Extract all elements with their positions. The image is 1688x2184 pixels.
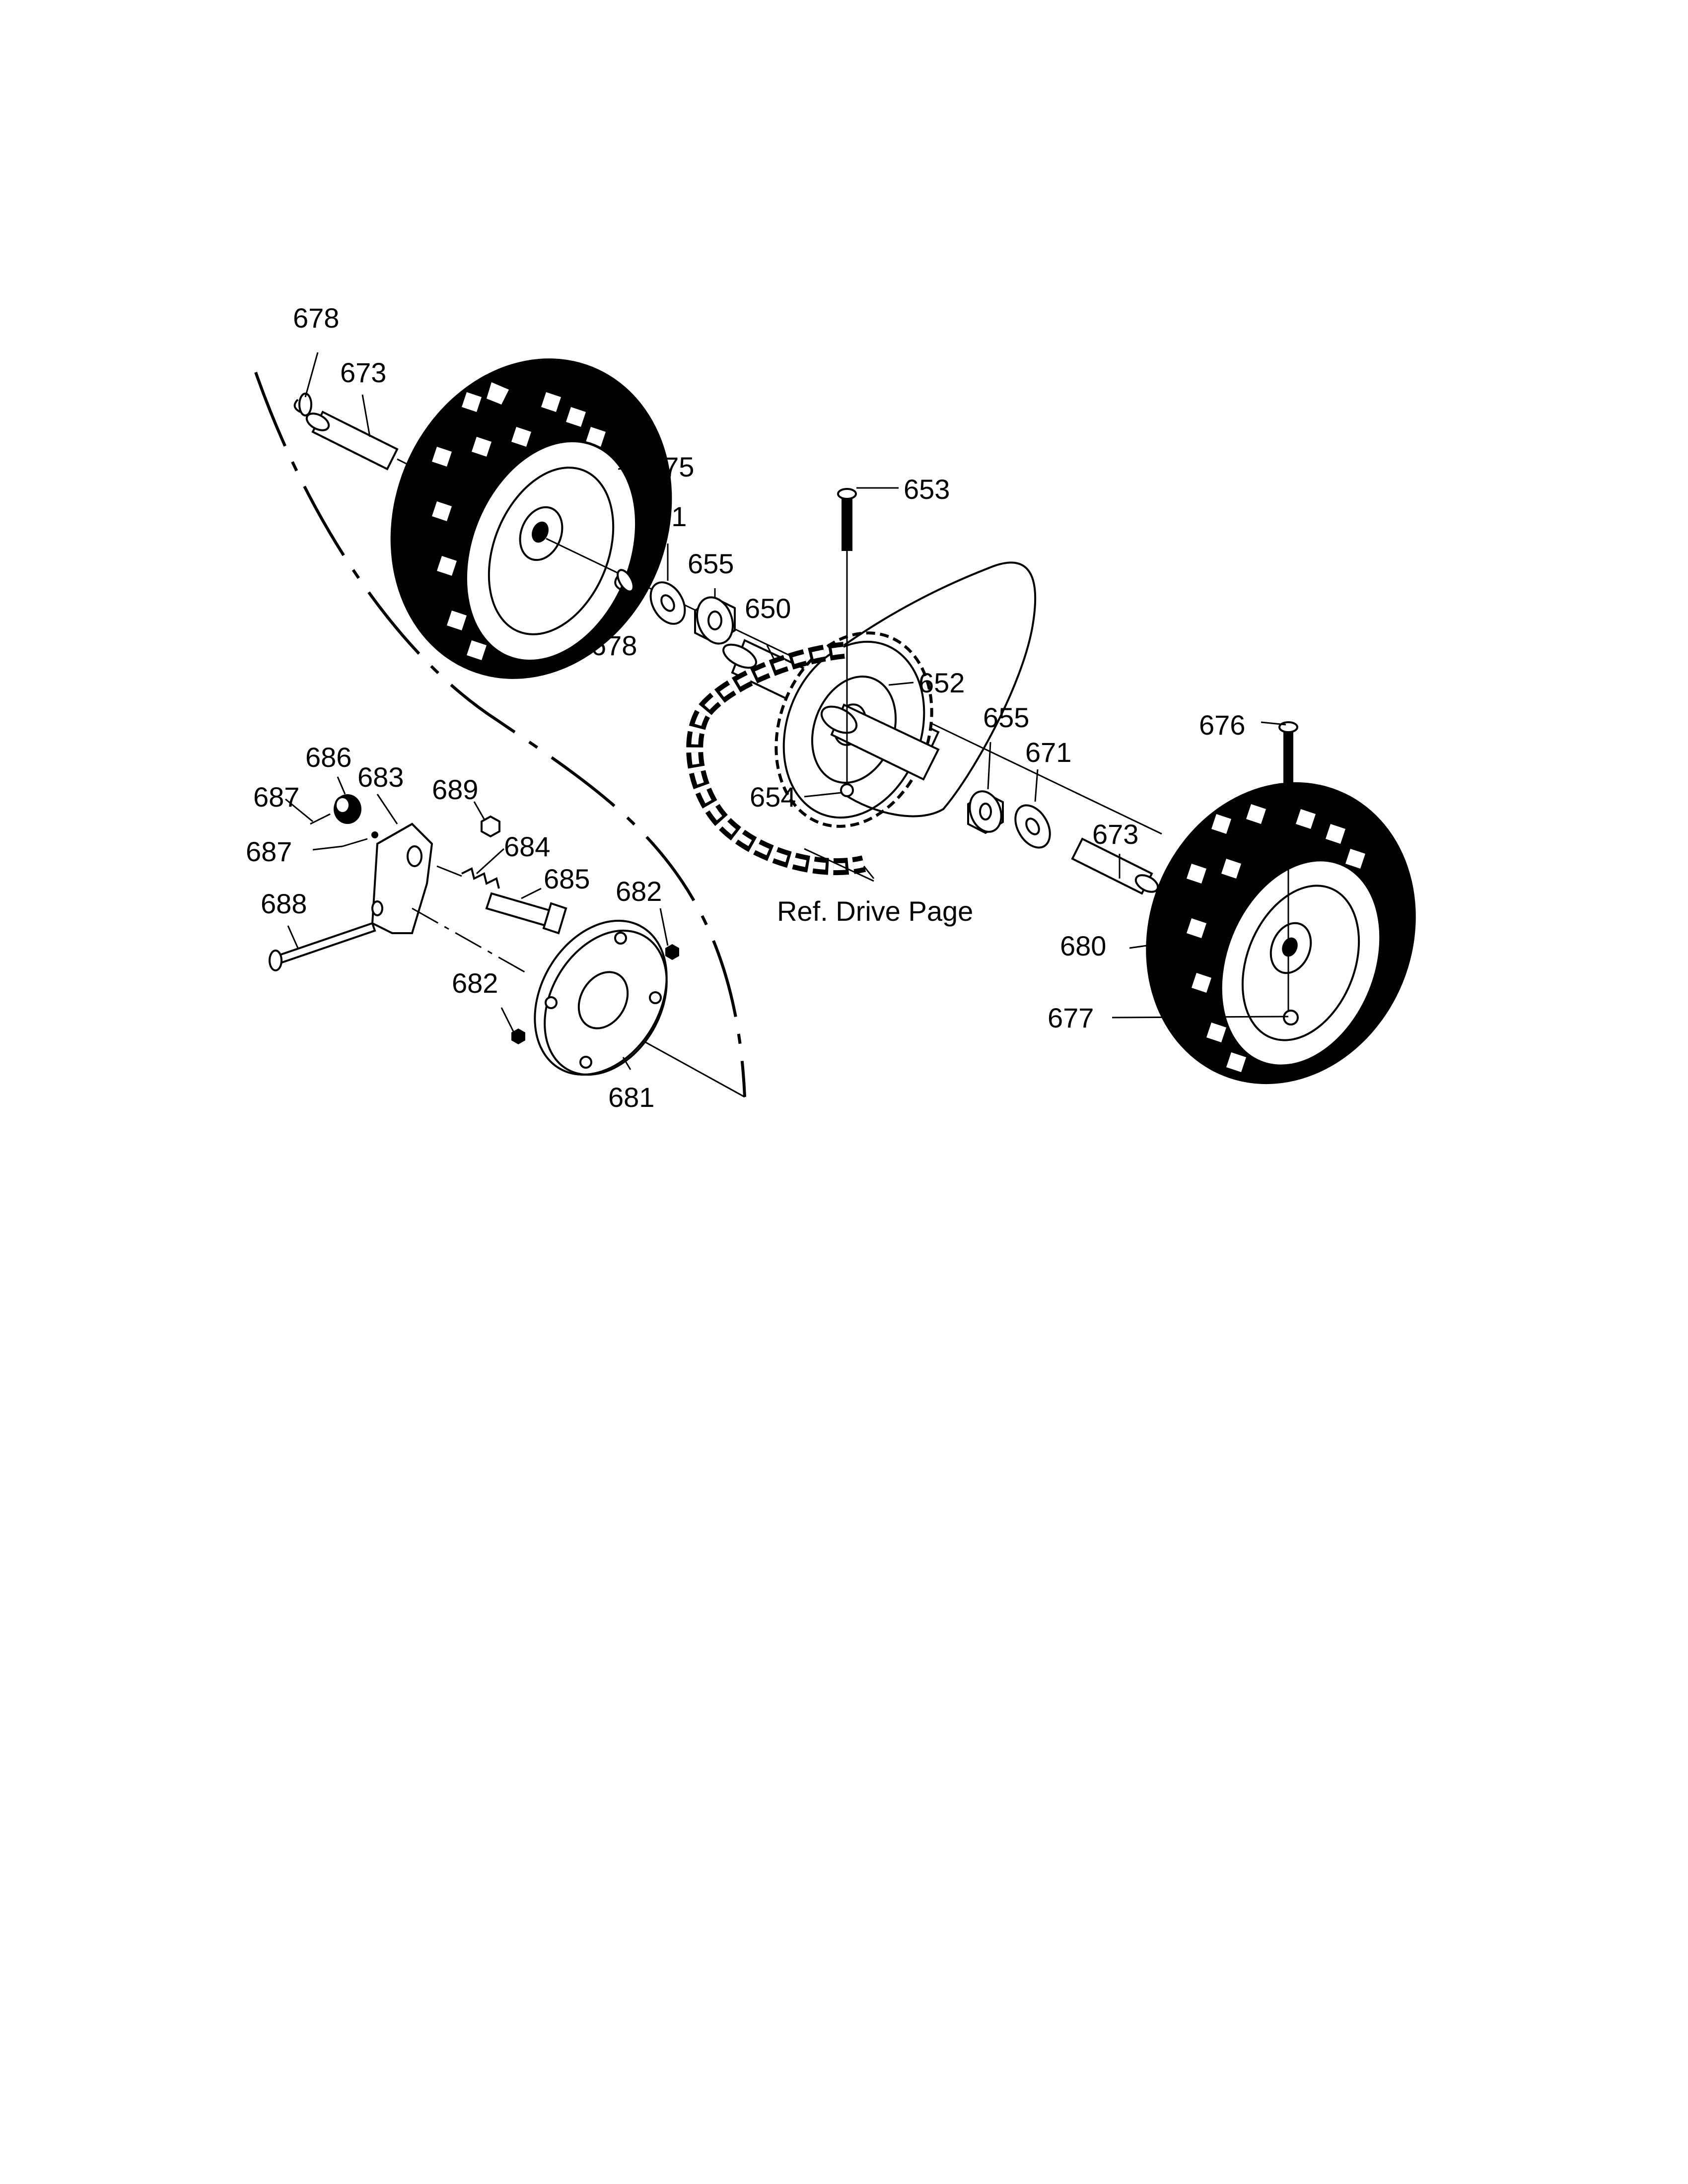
callout-678-mid: 678 bbox=[591, 630, 637, 661]
callout-655-right: 655 bbox=[983, 702, 1029, 733]
washer-671-right bbox=[1014, 804, 1051, 849]
drive-chain bbox=[686, 642, 866, 876]
inner-clip-678 bbox=[614, 569, 634, 593]
left-spacer-673 bbox=[305, 410, 399, 471]
reference-note: Ref. Drive Page bbox=[777, 895, 973, 927]
callout-654: 654 bbox=[750, 781, 796, 813]
right-spacer-673 bbox=[1071, 837, 1159, 895]
callout-676: 676 bbox=[1199, 709, 1245, 741]
callout-655-left: 655 bbox=[688, 548, 734, 579]
callout-653: 653 bbox=[904, 474, 950, 505]
pin-687-upper bbox=[310, 813, 331, 825]
bracket-centerline bbox=[412, 907, 527, 974]
callout-686: 686 bbox=[305, 742, 352, 773]
nut-682-right bbox=[665, 944, 679, 960]
callout-680: 680 bbox=[1060, 930, 1106, 961]
left-wheel-675 bbox=[390, 358, 672, 679]
callout-677: 677 bbox=[1048, 1002, 1094, 1033]
callout-650: 650 bbox=[745, 593, 791, 624]
flange-bearing-655-right bbox=[967, 790, 1004, 834]
hub-plate-681 bbox=[534, 920, 668, 1076]
bracket-683 bbox=[371, 822, 433, 934]
flange-bearing-655-left bbox=[694, 596, 736, 645]
bolt-653 bbox=[837, 488, 857, 797]
callout-682-upper: 682 bbox=[616, 876, 662, 907]
callout-678-top: 678 bbox=[293, 302, 339, 334]
callout-688: 688 bbox=[261, 888, 307, 919]
callout-671-left: 671 bbox=[640, 501, 687, 532]
callout-685: 685 bbox=[544, 863, 590, 894]
left-outer-clip-678 bbox=[293, 393, 312, 416]
nut-677 bbox=[1283, 1010, 1299, 1025]
callout-682-lower: 682 bbox=[452, 967, 498, 999]
callout-687-upper: 687 bbox=[253, 781, 299, 813]
bolt-688 bbox=[269, 922, 376, 971]
callout-681: 681 bbox=[608, 1082, 654, 1113]
callout-684: 684 bbox=[504, 831, 550, 862]
boundary-curve bbox=[254, 372, 746, 1097]
drive-plate-outline bbox=[843, 561, 1037, 818]
callout-652: 652 bbox=[918, 667, 965, 698]
nut-682-left bbox=[511, 1028, 525, 1044]
pin-685 bbox=[485, 892, 567, 935]
washer-671-left bbox=[649, 581, 686, 625]
leader-lines bbox=[285, 352, 1289, 1070]
spring-684 bbox=[436, 865, 500, 889]
callout-689: 689 bbox=[432, 774, 478, 805]
callout-673-top: 673 bbox=[340, 357, 386, 388]
nut-689 bbox=[481, 815, 500, 838]
axle-centerline-left bbox=[397, 458, 442, 482]
callout-683: 683 bbox=[357, 761, 404, 793]
bushing-686 bbox=[334, 794, 361, 824]
right-wheel-680 bbox=[1146, 782, 1416, 1085]
pin-687-lower bbox=[342, 831, 378, 847]
callout-675: 675 bbox=[648, 451, 694, 482]
callout-673-right: 673 bbox=[1092, 819, 1138, 850]
drive-shaft bbox=[820, 703, 940, 781]
callout-687-lower: 687 bbox=[246, 836, 292, 867]
callout-671-right: 671 bbox=[1025, 737, 1071, 768]
